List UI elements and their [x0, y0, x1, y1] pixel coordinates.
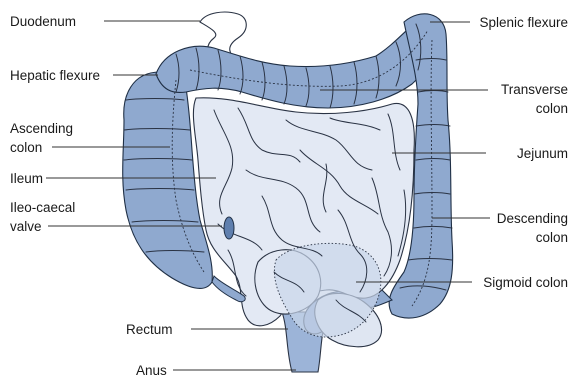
label-ascending-colon-line2: colon	[10, 140, 42, 155]
label-anus: Anus	[136, 363, 167, 378]
label-hepatic-flexure: Hepatic flexure	[10, 68, 100, 83]
label-descending-colon-line2: colon	[536, 230, 568, 245]
label-jejunum: Jejunum	[517, 146, 568, 161]
label-sigmoid-colon: Sigmoid colon	[483, 275, 568, 290]
label-ileo-caecal-line1: Ileo-caecal	[10, 200, 75, 215]
ileo-caecal-valve	[224, 217, 234, 239]
label-transverse-colon-line1: Transverse	[501, 82, 568, 97]
label-transverse-colon-line2: colon	[536, 101, 568, 116]
label-ascending-colon-line1: Ascending	[10, 121, 73, 136]
label-descending-colon-line1: Descending	[497, 211, 568, 226]
label-ileo-caecal-line2: valve	[10, 219, 42, 234]
label-splenic-flexure: Splenic flexure	[479, 15, 568, 30]
label-ileum: Ileum	[10, 171, 43, 186]
label-rectum: Rectum	[126, 322, 173, 337]
label-duodenum: Duodenum	[10, 14, 76, 29]
